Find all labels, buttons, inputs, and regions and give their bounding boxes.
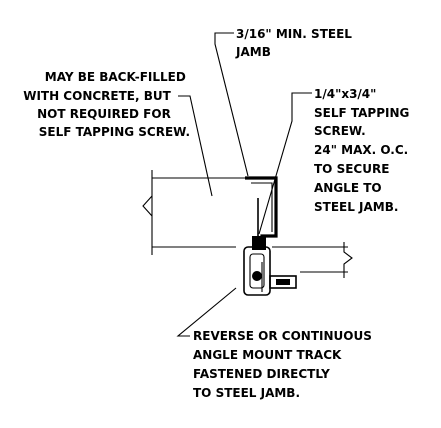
break-line-right [343,242,353,278]
screw-head [252,236,266,250]
note-backfill-line: SELF TAPPING SCREW. [39,125,190,139]
break-line-left [142,195,153,217]
note-backfill-line: MAY BE BACK-FILLED [45,70,186,84]
track-bracket-fill [276,279,290,285]
leader-track [176,287,237,337]
note-jamb: 3/16" MIN. STEEL JAMB [235,27,356,59]
note-track: REVERSE OR CONTINUOUS ANGLE MOUNT TRACK … [193,329,376,400]
note-backfill-line: NOT REQUIRED FOR [37,107,171,121]
note-track-line: ANGLE MOUNT TRACK [193,348,342,362]
note-jamb-line: 3/16" MIN. STEEL [236,27,352,41]
note-jamb-line: JAMB [235,45,271,59]
note-screw-line: TO SECURE [314,162,389,176]
track-roller [252,271,262,281]
note-screw-line: 1/4"x3/4" [314,87,376,101]
steel-jamb-inner [251,182,273,232]
note-screw-line: SELF TAPPING [314,106,409,120]
track-bracket [269,275,297,289]
note-screw-line: ANGLE TO [314,181,382,195]
note-screw-line: SCREW. [314,124,366,138]
note-backfill: MAY BE BACK-FILLED WITH CONCRETE, BUT NO… [23,70,190,139]
angle-track-inner [249,253,265,289]
note-screw: 1/4"x3/4" SELF TAPPING SCREW. 24" MAX. O… [314,87,414,214]
leader-jamb [214,32,249,177]
note-screw-line: STEEL JAMB. [314,200,398,214]
note-track-line: TO STEEL JAMB. [193,386,300,400]
leader-screw [258,92,312,235]
note-backfill-line: WITH CONCRETE, BUT [23,89,171,103]
angle-track-outer [243,246,271,296]
leader-backfill [178,95,213,197]
note-track-line: FASTENED DIRECTLY [193,367,330,381]
note-screw-line: 24" MAX. O.C. [314,143,408,157]
note-track-line: REVERSE OR CONTINUOUS [193,329,372,343]
